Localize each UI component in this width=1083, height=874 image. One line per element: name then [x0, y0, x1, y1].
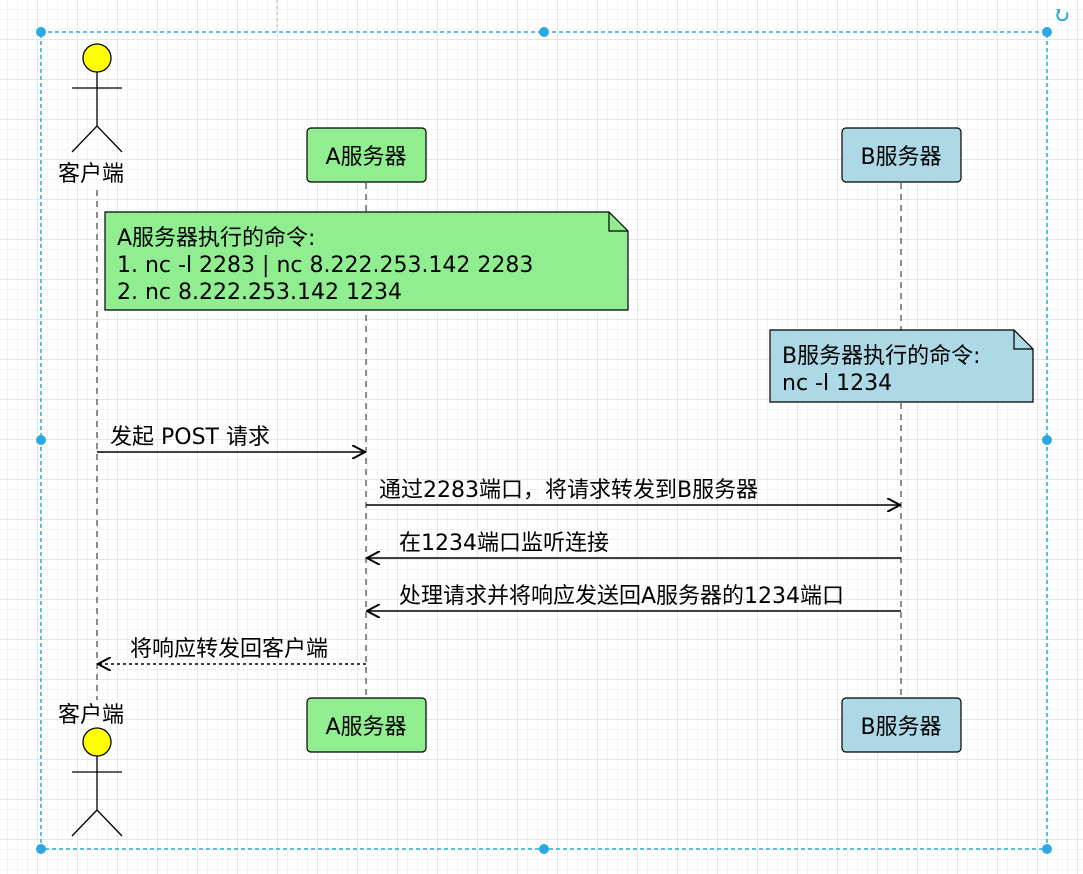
message-2[interactable]: 通过2283端口，将请求转发到B服务器 — [366, 478, 899, 505]
note-b-line-2: nc -l 1234 — [782, 371, 892, 396]
message-5[interactable]: 将响应转发回客户端 — [99, 637, 366, 664]
server-b-label-top: B服务器 — [860, 145, 941, 170]
server-a-label-top: A服务器 — [325, 145, 406, 170]
server-a-box-bottom[interactable]: A服务器 — [306, 697, 427, 753]
resize-handle-bottom[interactable] — [539, 844, 549, 854]
message-label: 在1234端口监听连接 — [399, 531, 609, 556]
resize-handle-top-right[interactable] — [1042, 27, 1052, 37]
message-3[interactable]: 在1234端口监听连接 — [368, 531, 901, 558]
client-label-top: 客户端 — [58, 162, 124, 187]
note-a-line-2: 1. nc -l 2283 | nc 8.222.253.142 2283 — [117, 253, 533, 278]
server-b-box-top[interactable]: B服务器 — [841, 127, 962, 183]
client-actor-top[interactable]: 客户端 — [58, 43, 124, 187]
message-label: 发起 POST 请求 — [110, 425, 270, 450]
message-label: 通过2283端口，将请求转发到B服务器 — [379, 478, 758, 503]
note-a-line-1: A服务器执行的命令: — [117, 226, 315, 251]
message-label: 处理请求并将响应发送回A服务器的1234端口 — [399, 584, 844, 609]
resize-handle-right[interactable] — [1042, 435, 1052, 445]
resize-handle-bottom-left[interactable] — [36, 844, 46, 854]
note-a-line-3: 2. nc 8.222.253.142 1234 — [117, 280, 402, 305]
actor-icon — [82, 43, 112, 73]
message-1[interactable]: 发起 POST 请求 — [97, 425, 364, 452]
client-label-bottom: 客户端 — [58, 703, 124, 728]
server-a-label-bottom: A服务器 — [325, 715, 406, 740]
message-4[interactable]: 处理请求并将响应发送回A服务器的1234端口 — [368, 584, 901, 611]
message-label: 将响应转发回客户端 — [130, 637, 328, 662]
resize-handle-top[interactable] — [539, 27, 549, 37]
server-b-label-bottom: B服务器 — [860, 715, 941, 740]
note-b-line-1: B服务器执行的命令: — [782, 344, 981, 369]
selection-handles[interactable] — [36, 27, 1052, 854]
server-b-box-bottom[interactable]: B服务器 — [841, 697, 962, 753]
server-a-box-top[interactable]: A服务器 — [306, 127, 427, 183]
client-actor-bottom[interactable]: 客户端 — [58, 703, 124, 837]
resize-handle-bottom-right[interactable] — [1042, 844, 1052, 854]
actor-icon — [82, 727, 112, 757]
note-a-commands[interactable]: A服务器执行的命令: 1. nc -l 2283 | nc 8.222.253.… — [104, 211, 629, 311]
rotate-handle-icon[interactable] — [1056, 9, 1069, 22]
resize-handle-left[interactable] — [36, 435, 46, 445]
note-b-commands[interactable]: B服务器执行的命令: nc -l 1234 — [769, 329, 1034, 403]
resize-handle-top-left[interactable] — [36, 27, 46, 37]
